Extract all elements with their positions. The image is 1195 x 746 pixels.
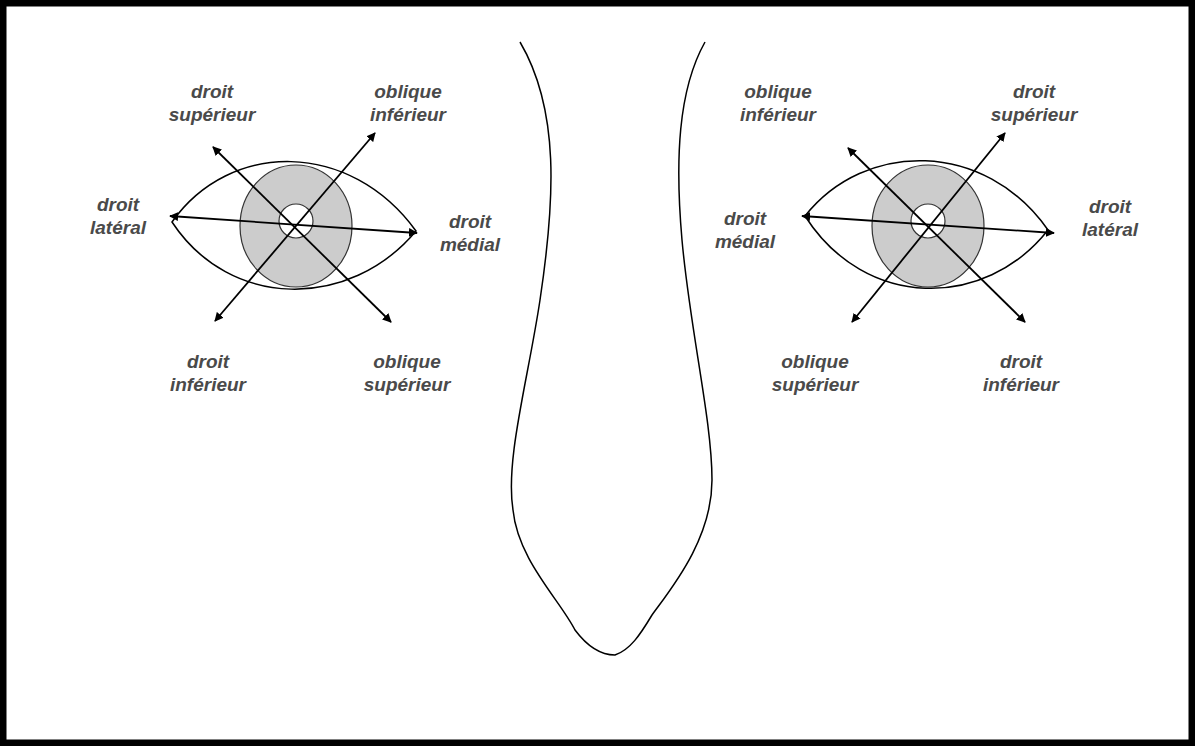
- muscle-label: oblique inférieur: [370, 80, 446, 126]
- muscle-label: droit supérieur: [991, 80, 1078, 126]
- muscle-label: droit médial: [715, 207, 775, 253]
- muscle-label: oblique supérieur: [364, 350, 451, 396]
- muscle-label: droit inférieur: [983, 350, 1059, 396]
- frame: [3, 3, 1192, 743]
- right-eye: [802, 133, 1054, 322]
- left-eye: [170, 133, 417, 322]
- muscle-label: droit latéral: [90, 193, 146, 239]
- muscle-label: droit latéral: [1082, 195, 1138, 241]
- muscle-label: oblique inférieur: [740, 80, 816, 126]
- muscle-label: droit médial: [440, 210, 500, 256]
- nose-outline: [511, 42, 712, 655]
- muscle-label: droit inférieur: [170, 350, 246, 396]
- muscle-label: droit supérieur: [169, 80, 256, 126]
- muscle-label: oblique supérieur: [772, 350, 859, 396]
